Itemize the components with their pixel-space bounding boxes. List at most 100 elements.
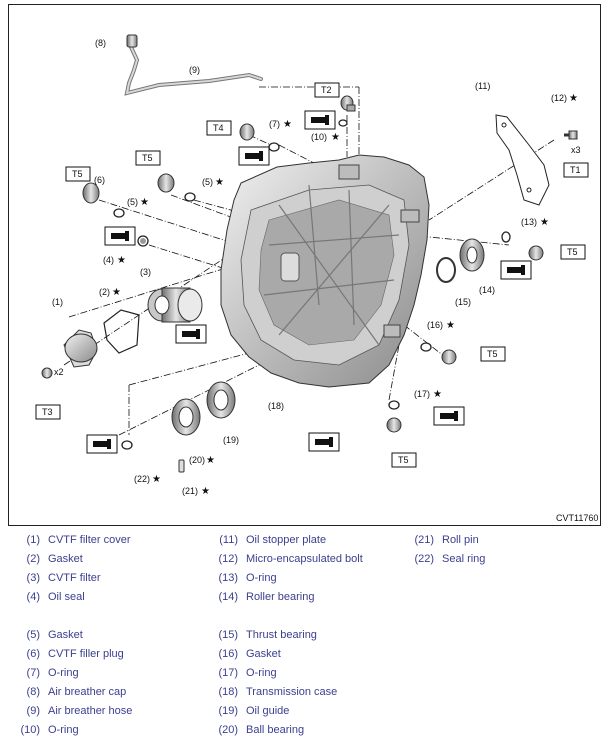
legend-part-name: CVTF filter cover bbox=[48, 534, 131, 546]
lubricant-glyphs bbox=[93, 115, 525, 449]
svg-text:★: ★ bbox=[152, 474, 161, 485]
legend-number: (5) bbox=[26, 629, 40, 641]
legend-item: (10) O-ring bbox=[10, 724, 79, 736]
legend-number: (21) bbox=[414, 534, 434, 546]
legend-part-name: Micro-encapsulated bolt bbox=[246, 553, 363, 565]
legend-part-name: Ball bearing bbox=[246, 724, 305, 736]
callout-8: (8) bbox=[95, 38, 106, 48]
legend-part-name: O-ring bbox=[246, 667, 277, 679]
legend-item: (14) Roller bearing bbox=[208, 591, 314, 603]
svg-text:★: ★ bbox=[201, 486, 210, 497]
legend-part-name: Gasket bbox=[48, 553, 83, 565]
legend-number: (8) bbox=[26, 686, 40, 698]
callout-5b: (5) bbox=[202, 177, 213, 187]
legend-item: (20) Ball bearing bbox=[208, 724, 304, 736]
torque-t5-c: T5 bbox=[567, 247, 578, 257]
callout-labels: (1) (2) (3) (4) (5) (5) (6) (7) (8) (9) … bbox=[52, 38, 567, 496]
legend-part-name: Gasket bbox=[48, 629, 83, 641]
cvtf-filter bbox=[147, 287, 203, 323]
legend-part-name: O-ring bbox=[48, 724, 79, 736]
legend-part-name: Roll pin bbox=[442, 534, 479, 546]
legend-number: (2) bbox=[26, 553, 40, 565]
legend-part-name: Oil guide bbox=[246, 705, 290, 717]
legend-number: (9) bbox=[26, 705, 40, 717]
legend-item: (13) O-ring bbox=[208, 572, 277, 584]
legend-part-name: Gasket bbox=[246, 648, 281, 660]
svg-text:★: ★ bbox=[446, 320, 455, 331]
legend-item: (7)O-ring bbox=[10, 667, 79, 679]
legend-item: (15) Thrust bearing bbox=[208, 629, 317, 641]
legend-item: (9) Air breather hose bbox=[10, 705, 133, 717]
legend-number: (11) bbox=[219, 534, 238, 546]
legend-item: (17) O-ring bbox=[208, 667, 277, 679]
legend-part-name: Air breather hose bbox=[48, 705, 133, 717]
legend-number: (13) bbox=[218, 572, 238, 584]
svg-text:★: ★ bbox=[117, 255, 126, 266]
torque-t4: T4 bbox=[213, 123, 224, 133]
callout-7: (7) bbox=[269, 119, 280, 129]
oil-guide bbox=[206, 381, 236, 419]
micro-encapsulated-bolt bbox=[564, 130, 578, 140]
svg-text:★: ★ bbox=[540, 217, 549, 228]
roll-pin bbox=[178, 459, 185, 473]
callout-13: (13) bbox=[521, 217, 537, 227]
legend-number: (3) bbox=[26, 572, 40, 584]
torque-box-frames bbox=[35, 82, 589, 468]
legend-number: (16) bbox=[218, 648, 238, 660]
exploded-view-diagram: (1) (2) (3) (4) (5) (5) (6) (7) (8) (9) … bbox=[8, 4, 601, 526]
svg-text:★: ★ bbox=[206, 455, 215, 466]
legend-item: (5) Gasket bbox=[10, 629, 83, 641]
svg-text:★: ★ bbox=[215, 177, 224, 188]
legend-number: (10) bbox=[20, 724, 40, 736]
roller-bearing bbox=[459, 238, 485, 272]
callout-5a: (5) bbox=[127, 197, 138, 207]
plug-parts bbox=[82, 95, 544, 433]
legend-item: (12) Micro-encapsulated bolt bbox=[208, 553, 363, 565]
svg-text:★: ★ bbox=[283, 119, 292, 130]
callout-21: (21) bbox=[182, 486, 198, 496]
callout-6: (6) bbox=[94, 175, 105, 185]
legend-part-name: Oil seal bbox=[48, 591, 85, 603]
parts-legend: (1)CVTF filter cover(2)Gasket(3)CVTF fil… bbox=[0, 528, 609, 742]
legend-number: (22) bbox=[414, 553, 434, 565]
quantity-marks: x3 x2 bbox=[54, 145, 581, 377]
torque-t5-e: T5 bbox=[398, 455, 409, 465]
legend-number: (4) bbox=[26, 591, 40, 603]
legend-item: (2) Gasket bbox=[10, 553, 83, 565]
legend-number: (17) bbox=[218, 667, 238, 679]
legend-number: (15) bbox=[218, 629, 238, 641]
callout-16: (16) bbox=[427, 320, 443, 330]
bolt-t3 bbox=[41, 367, 53, 379]
oil-seal bbox=[140, 238, 146, 244]
legend-item: (19) Oil guide bbox=[208, 705, 289, 717]
callout-11: (11) bbox=[475, 81, 490, 91]
callout-3: (3) bbox=[140, 267, 151, 277]
thrust-bearing bbox=[436, 257, 456, 283]
svg-text:★: ★ bbox=[569, 93, 578, 104]
legend-part-name: O-ring bbox=[246, 572, 277, 584]
callout-1: (1) bbox=[52, 297, 63, 307]
legend-part-name: Roller bearing bbox=[246, 591, 315, 603]
torque-t3: T3 bbox=[42, 407, 53, 417]
legend-number: (12) bbox=[218, 553, 238, 565]
legend-item: (1)CVTF filter cover bbox=[10, 534, 131, 546]
callout-17: (17) bbox=[414, 389, 430, 399]
legend-number: (19) bbox=[218, 705, 238, 717]
legend-number: (20) bbox=[218, 724, 238, 736]
o-rings bbox=[113, 119, 511, 450]
legend-number: (14) bbox=[218, 591, 238, 603]
torque-t2: T2 bbox=[321, 85, 332, 95]
callout-12: (12) bbox=[551, 93, 567, 103]
svg-text:x2: x2 bbox=[54, 367, 64, 377]
legend-item: (3)CVTF filter bbox=[10, 572, 101, 584]
gasket bbox=[103, 309, 140, 354]
callout-14: (14) bbox=[479, 285, 495, 295]
legend-part-name: Thrust bearing bbox=[246, 629, 317, 641]
legend-item: (16) Gasket bbox=[208, 648, 281, 660]
callout-19: (19) bbox=[223, 435, 239, 445]
legend-number: (7) bbox=[26, 667, 40, 679]
svg-text:★: ★ bbox=[112, 287, 121, 298]
torque-labels: T2 T4 T5 T5 T5 T1 T5 T3 T5 bbox=[42, 85, 581, 465]
torque-t5-b: T5 bbox=[72, 169, 83, 179]
callout-10: (10) bbox=[311, 132, 327, 142]
